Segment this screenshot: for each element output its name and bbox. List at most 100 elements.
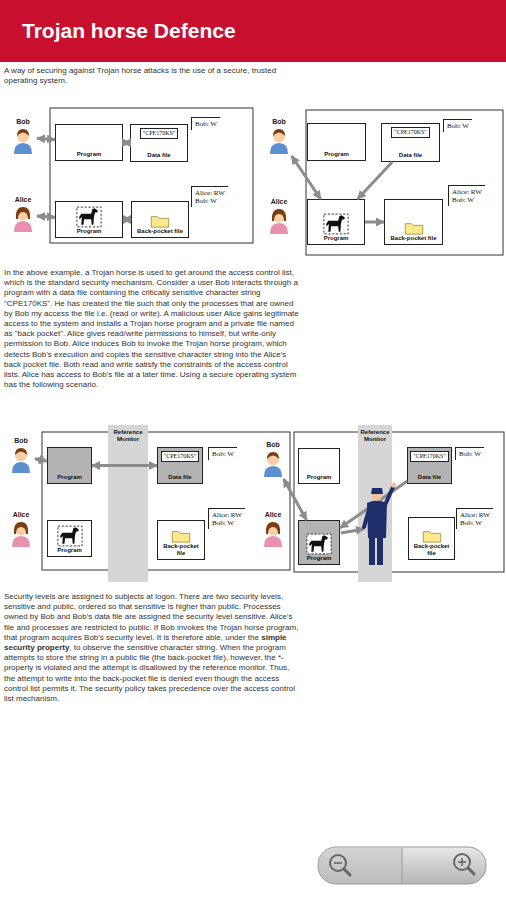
acl-entry: Bob: W: [212, 450, 234, 458]
person-figure: [8, 519, 34, 547]
trojan-horse-icon: [322, 213, 350, 235]
header-bar: Trojan horse Defence: [0, 0, 506, 62]
acl-entry: Bob: W: [459, 450, 481, 458]
access-control-list: Bob: W: [443, 119, 472, 132]
trojan-program-box: Program: [307, 199, 365, 245]
program-name: Program: [307, 474, 332, 481]
person-figure: [266, 206, 292, 234]
person-node: Bob: [9, 118, 37, 156]
folder-figure: [150, 214, 170, 228]
hair: [17, 129, 29, 136]
back-pocket-file-box: Back-pocket file: [408, 517, 455, 560]
program-box: Program: [298, 448, 340, 484]
program-name: Program: [57, 547, 82, 554]
folder-icon: [404, 221, 424, 235]
hair: [272, 209, 286, 221]
trojan-horse-icon: [305, 533, 333, 555]
system-frame: [50, 108, 253, 243]
person-name: Bob: [266, 441, 280, 449]
person-icon: [260, 519, 286, 547]
access-control-list: Bob: W: [208, 447, 237, 460]
body-text: Security levels are assigned to subjects…: [4, 592, 298, 642]
horse-silhouette: [79, 208, 98, 225]
file-name: Data file: [399, 152, 422, 159]
folder-icon: [422, 529, 442, 543]
trojan-program-box: Program: [298, 520, 340, 565]
person-name: Alice: [13, 511, 30, 519]
trojan-program-box: Program: [55, 201, 123, 238]
person-body: [264, 536, 282, 547]
horse-silhouette: [326, 215, 345, 232]
program-name: Program: [307, 555, 332, 562]
flow-arrow: [292, 156, 321, 199]
hair: [273, 129, 285, 136]
person-node: Alice: [265, 198, 293, 236]
file-name: Data file: [168, 474, 191, 481]
acl-entry: Alice: RW: [460, 511, 490, 519]
flow-arrow: [123, 141, 130, 144]
folder-shape: [405, 224, 423, 235]
acl-entry: Alice: RW: [452, 188, 482, 196]
person-name: Bob: [272, 118, 286, 126]
flow-arrow: [284, 479, 307, 520]
system-frame: [294, 432, 504, 572]
dashed-frame: [57, 526, 81, 546]
data-file-box: "CPE170KS" Data file: [407, 447, 452, 484]
person-icon: [266, 206, 292, 234]
horse-silhouette: [60, 527, 79, 544]
person-name: Bob: [14, 437, 28, 445]
access-control-list: Alice: RWBob: W: [448, 185, 485, 206]
person-body: [14, 221, 32, 232]
file-name: Data file: [418, 474, 441, 481]
file-name: Back-pocket file: [390, 235, 436, 242]
person-name: Alice: [15, 196, 32, 204]
person-body: [14, 143, 32, 154]
acl-entry: Bob: W: [452, 196, 482, 204]
acl-entry: Bob: W: [195, 197, 225, 205]
person-node: Alice: [9, 196, 37, 234]
folder-icon: [171, 529, 191, 543]
folder-figure: [422, 529, 442, 543]
flow-arrow: [35, 459, 47, 461]
graphic-part: [330, 855, 346, 871]
person-icon: [8, 445, 34, 473]
trojan-horse-icon: [56, 525, 84, 547]
system-frame: [306, 110, 503, 255]
text-paragraph: A way of securing against Trojan horse a…: [4, 66, 302, 86]
folder-figure: [404, 221, 424, 235]
dashed-frame: [77, 207, 101, 227]
person-node: Alice: [259, 511, 287, 549]
program-box: Program: [47, 447, 92, 484]
flow-arrow: [37, 216, 55, 217]
trojan-program-box: Program: [47, 520, 92, 557]
hair: [266, 522, 280, 534]
monitor-name: Reference Monitor: [108, 429, 148, 443]
access-control-list: Alice: RWBob: W: [191, 186, 228, 207]
trojan-figure: [75, 206, 103, 228]
back-pocket-file-box: Back-pocket file: [384, 199, 443, 245]
program-name: Program: [324, 151, 349, 158]
hair: [14, 522, 28, 534]
acl-entry: Bob: W: [460, 519, 490, 527]
data-file-box: "CPE170KS"Data file: [130, 124, 188, 162]
file-content: "CPE170KS": [410, 451, 449, 462]
access-control-list: Bob: W: [455, 447, 484, 460]
person-node: Bob: [7, 437, 35, 475]
horse-silhouette: [309, 535, 328, 552]
text-paragraph: Security levels are assigned to subjects…: [4, 592, 302, 704]
graphic-part: [468, 868, 474, 874]
person-body: [12, 536, 30, 547]
data-file-box: "CPE170KS" Data file: [381, 123, 440, 162]
reference-monitor-band: Reference Monitor: [358, 425, 392, 582]
file-content: "CPE170KS": [391, 127, 430, 138]
flow-arrow: [37, 138, 55, 140]
graphic-part: [334, 862, 342, 864]
graphic-part: [458, 861, 466, 863]
body-text: , to observe the sensitive character str…: [4, 643, 295, 703]
graphic-part: [454, 854, 470, 870]
graphic-part: [344, 869, 350, 875]
trojan-figure: [322, 213, 350, 235]
person-figure: [10, 126, 36, 154]
person-icon: [10, 204, 36, 232]
person-body: [270, 143, 288, 154]
